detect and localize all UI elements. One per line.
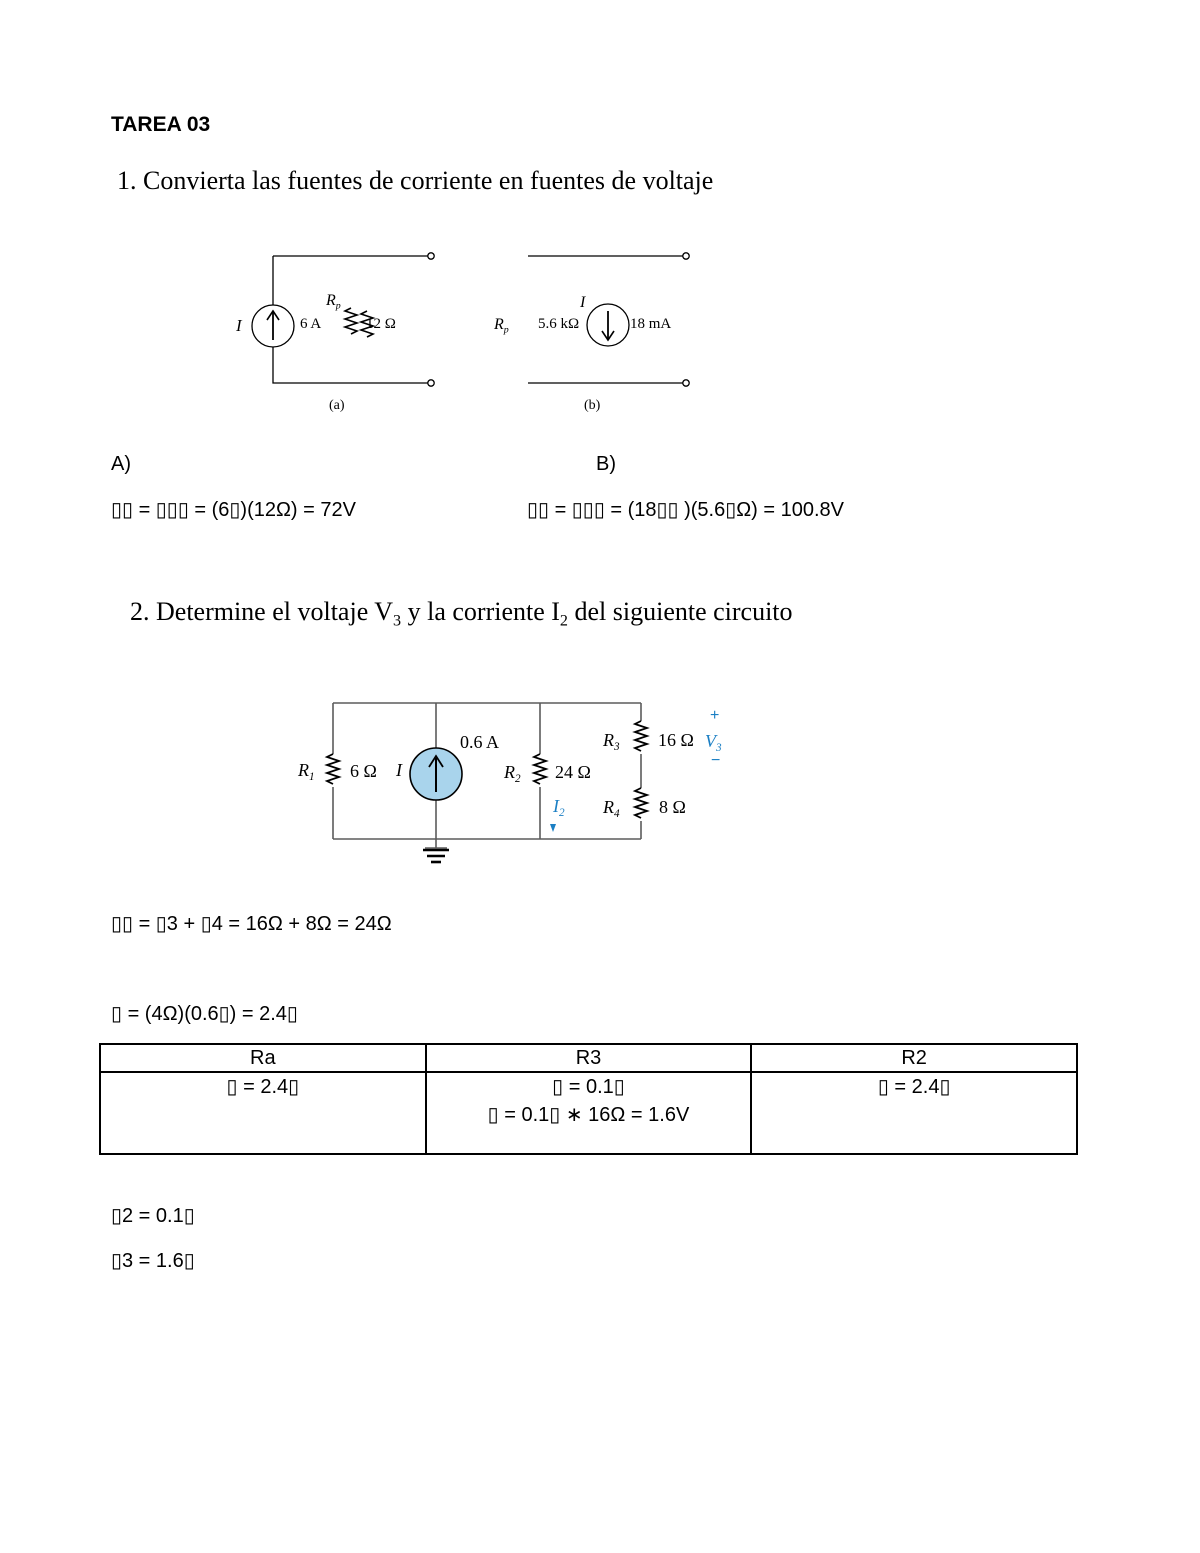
cell-line: ▯ = 0.1▯ — [552, 1076, 625, 1098]
fig1b-current-value: 18 mA — [630, 316, 672, 332]
resistor-a-symbol — [342, 307, 360, 335]
table-cell-ra: ▯ = 2.4▯ — [99, 1071, 427, 1155]
cell-line: ▯ = 2.4▯ — [226, 1076, 300, 1098]
current-source-b-symbol — [586, 303, 630, 347]
v3-minus: − — [711, 752, 721, 769]
result-i2: ▯2 = 0.1▯ — [111, 1205, 195, 1227]
figure-1-circuits — [251, 252, 690, 387]
fig1b-caption: (b) — [584, 398, 601, 413]
fig1a-current-label: I — [236, 316, 242, 335]
r3-symbol — [632, 720, 650, 752]
resistor-b-symbol — [358, 310, 376, 338]
source-value: 0.6 A — [460, 732, 500, 752]
i2-arrow-icon — [550, 824, 556, 832]
fig1a-resistor-value: 12 Ω — [366, 316, 396, 332]
r2-symbol — [531, 753, 549, 785]
source-label: I — [396, 760, 402, 780]
question-1: 1. Convierta las fuentes de corriente en… — [117, 166, 714, 195]
table-cell-r3: ▯ = 0.1▯ ▯ = 0.1▯ ∗ 16Ω = 1.6V — [424, 1071, 753, 1155]
table-header-r3: R3 — [424, 1043, 753, 1073]
r4-value: 8 Ω — [659, 797, 686, 817]
answer-b-label: B) — [596, 453, 616, 475]
table-row: ▯ = 2.4▯ ▯ = 0.1▯ ▯ = 0.1▯ ∗ 16Ω = 1.6V … — [99, 1071, 1078, 1155]
fig1b-resistor-label: Rp — [494, 316, 509, 336]
table-header-ra: Ra — [99, 1043, 427, 1073]
table-header-r2: R2 — [750, 1043, 1078, 1073]
fig1a-caption: (a) — [329, 398, 345, 413]
fig1a-current-value: 6 A — [300, 316, 322, 332]
table-cell-r2: ▯ = 2.4▯ — [750, 1071, 1078, 1155]
equivalent-resistance-equation: ▯▯ = ▯3 + ▯4 = 16Ω + 8Ω = 24Ω — [111, 913, 392, 935]
fig1b-resistor-value: 5.6 kΩ — [538, 316, 580, 332]
v3-label: V3 — [705, 731, 722, 754]
cell-line: ▯ = 0.1▯ ∗ 16Ω = 1.6V — [487, 1104, 690, 1126]
current-source-a-symbol — [251, 304, 295, 348]
fig1a-resistor-label: Rp — [326, 292, 341, 312]
r1-symbol — [324, 753, 342, 785]
r4-label: R4 — [603, 797, 620, 820]
fig1b-current-label: I — [580, 294, 586, 311]
result-v3: ▯3 = 1.6▯ — [111, 1250, 195, 1272]
voltage-equation: ▯ = (4Ω)(0.6▯) = 2.4▯ — [111, 1003, 298, 1025]
r2-value: 24 Ω — [555, 762, 591, 782]
figure-2-circuit — [324, 702, 650, 864]
r4-symbol — [632, 787, 650, 819]
question-2: 2. Determine el voltaje V3 y la corrient… — [130, 597, 793, 630]
results-table: Ra R3 R2 ▯ = 2.4▯ ▯ = 0.1▯ ▯ = 0.1▯ ∗ 16… — [99, 1043, 1078, 1155]
cell-line: ▯ = 2.4▯ — [877, 1076, 951, 1098]
answer-a-label: A) — [111, 453, 131, 475]
r1-value: 6 Ω — [350, 761, 377, 781]
r3-value: 16 Ω — [658, 730, 694, 750]
answer-b-equation: ▯▯ = ▯▯▯ = (18▯▯ )(5.6▯Ω) = 100.8V — [527, 499, 845, 521]
page-title: TAREA 03 — [111, 113, 211, 136]
r1-label: R1 — [298, 760, 315, 783]
r3-label: R3 — [603, 730, 620, 753]
answer-a-equation: ▯▯ = ▯▯▯ = (6▯)(12Ω) = 72V — [111, 499, 356, 521]
i2-label: I2 — [553, 796, 565, 819]
v3-plus: + — [710, 707, 720, 724]
ground-symbol — [423, 848, 449, 864]
r2-label: R2 — [504, 762, 521, 785]
table-header-row: Ra R3 R2 — [99, 1043, 1078, 1073]
